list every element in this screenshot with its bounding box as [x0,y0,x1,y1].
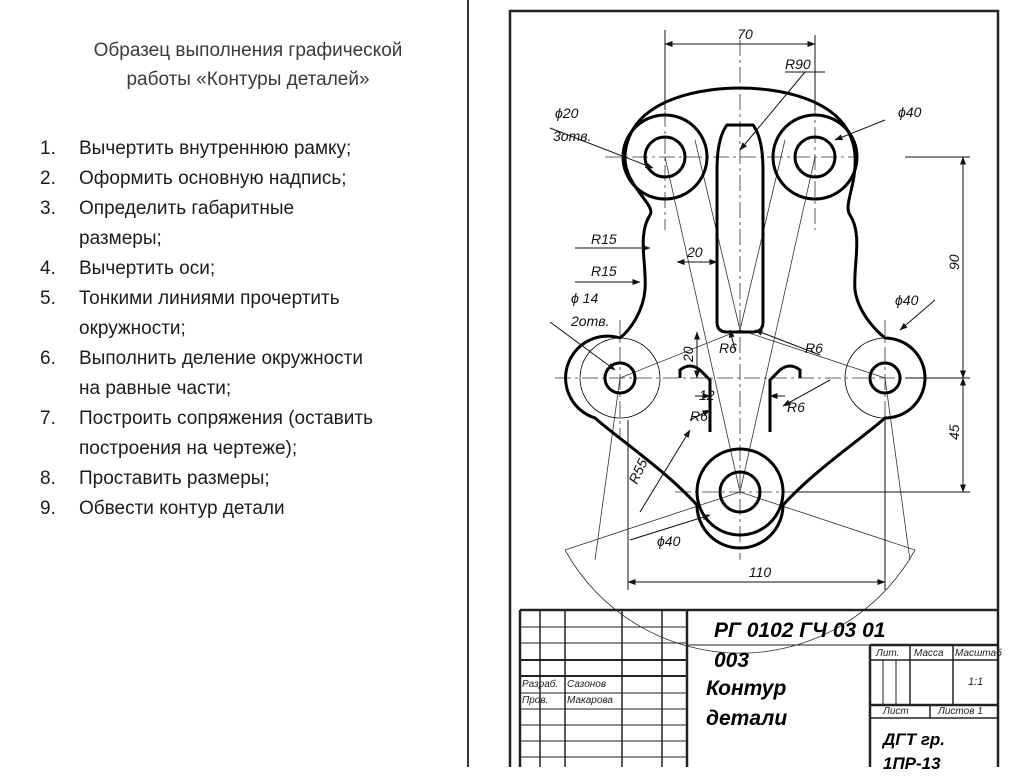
step-number: 3. [40,198,56,219]
part-name-line-2: детали [706,707,788,730]
title-line-1: Образец выполнения графической [93,40,403,61]
step-text: Тонкими линиями прочертить [79,288,340,309]
document-code-line-1: РГ 0102 ГЧ 03 01 [714,619,886,642]
dim-r15-a: R15 [591,231,617,247]
step-text-cont: на равные части; [79,378,232,399]
row-check: Пров. [522,695,549,706]
sheet-label: Лист [883,706,909,717]
page-title: Образец выполнения графической работы «К… [38,36,458,94]
step-text-cont: окружности; [79,318,186,339]
step-number: 5. [40,288,56,309]
list-item: 4. Вычертить оси; [40,254,460,284]
group-line-2: 1ПР-13 [883,754,941,773]
group-label: ДГТ гр. 1ПР-13 [883,728,945,776]
row-develop: Разраб. [522,679,559,690]
step-text: Вычертить внутреннюю рамку; [79,138,352,159]
step-number: 4. [40,258,56,279]
part-name: Контур детали [706,674,787,734]
list-item: 5. Тонкими линиями прочертить окружности; [40,284,460,344]
dim-90: 90 [946,254,962,270]
row-develop-name: Сазонов [567,679,607,690]
circles [579,113,926,537]
dim-110: 110 [749,564,772,580]
document-code: РГ 0102 ГЧ 03 01 003 [714,616,885,676]
list-item: 9. Обвести контур детали [40,494,460,524]
step-text-cont: построения на чертеже); [79,438,298,459]
title-line-2: работы «Контуры деталей» [126,69,370,90]
col-mass: Масса [914,648,944,659]
dim-r6-a: R6 [719,340,737,356]
dim-r15-b: R15 [591,263,617,279]
dim-r6-d: R6 [787,399,805,415]
dim-d14: ϕ 14 [571,290,598,306]
technical-drawing: 70 R90 ϕ20 3отв. ϕ40 R15 20 R15 ϕ 14 2от… [467,0,1000,767]
step-text: Выполнить деление окружности [79,348,363,369]
dim-r6-c: R6 [690,408,708,424]
sheets-label: Листов 1 [938,706,983,717]
dim-3-holes: 3отв. [553,128,591,144]
dim-d20: ϕ20 [555,105,579,121]
step-text: Оформить основную надпись; [79,168,347,189]
steps-list: 1. Вычертить внутреннюю рамку; 2. Оформить… [40,134,460,524]
center-lines [555,30,920,654]
col-scale: Масштаб [955,648,1002,659]
list-item: 3. Определить габаритные размеры; [40,194,460,254]
part-name-line-1: Контур [706,677,787,700]
dim-r6-b: R6 [805,340,823,356]
list-item: 7. Построить сопряжения (оставить построен… [40,404,460,464]
dim-20-slot: 20 [686,244,703,260]
dim-12: 12 [699,387,715,403]
step-text-cont: размеры; [79,228,162,249]
step-text: Вычертить оси; [79,258,216,279]
step-number: 1. [40,138,56,159]
step-text: Построить сопряжения (оставить [79,408,373,429]
dim-45: 45 [946,424,962,440]
drawing-sheet: 70 R90 ϕ20 3отв. ϕ40 R15 20 R15 ϕ 14 2от… [465,0,1024,773]
dim-d40-top: ϕ40 [898,104,922,120]
dim-d40-right: ϕ40 [895,292,919,308]
step-text: Обвести контур детали [79,498,285,519]
title-block [518,608,998,767]
list-item: 1. Вычертить внутреннюю рамку; [40,134,460,164]
step-text: Определить габаритные [79,198,295,219]
scale-value: 1:1 [968,676,984,688]
list-item: 6. Выполнить деление окружности на равные … [40,344,460,404]
instructions-panel: Образец выполнения графической работы «К… [0,0,465,767]
list-item: 2. Оформить основную надпись; [40,164,460,194]
row-check-name: Макарова [567,695,613,706]
dim-20-v: 20 [680,346,696,363]
document-code-line-2: 003 [714,649,750,672]
step-number: 9. [40,498,56,519]
dim-70: 70 [737,26,753,42]
dimension-lines [549,30,970,590]
group-line-1: ДГТ гр. [883,730,945,749]
step-text: Проставить размеры; [79,468,270,489]
step-number: 8. [40,468,56,489]
step-number: 2. [40,168,56,189]
dim-r90: R90 [785,56,811,72]
inner-frame [508,9,1000,767]
step-number: 6. [40,348,56,369]
step-number: 7. [40,408,56,429]
dim-2-holes: 2отв. [570,313,609,329]
col-lit: Лит. [876,648,900,659]
dimension-texts: 70 R90 ϕ20 3отв. ϕ40 R15 20 R15 ϕ 14 2от… [553,26,962,580]
list-item: 8. Проставить размеры; [40,464,460,494]
dim-d40-bottom: ϕ40 [657,533,681,549]
